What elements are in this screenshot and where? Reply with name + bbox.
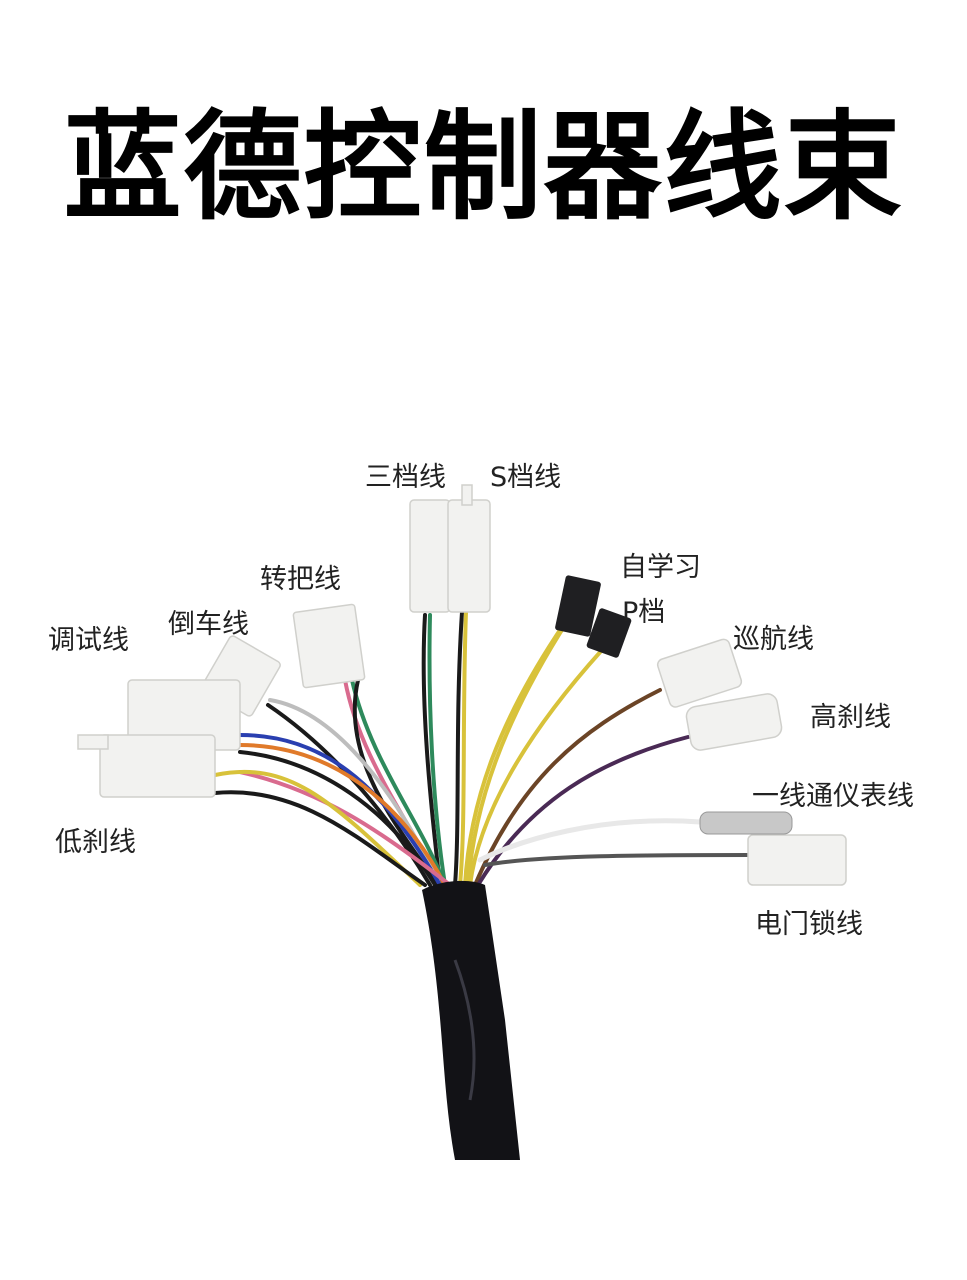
label-debug: 调试线 xyxy=(48,625,129,656)
p-gear-connector xyxy=(586,608,632,658)
label-throttle: 转把线 xyxy=(260,564,341,595)
throttle-connector xyxy=(292,603,366,689)
label-low-brake: 低刹线 xyxy=(55,827,136,858)
high-brake-connector xyxy=(685,693,783,751)
label-high-brake: 高刹线 xyxy=(810,702,891,733)
label-cruise: 巡航线 xyxy=(733,624,814,655)
label-reverse: 倒车线 xyxy=(168,609,249,640)
label-three-speed: 三档线 xyxy=(365,462,446,493)
self-learn-connector xyxy=(555,575,601,637)
label-self-learn: 自学习 xyxy=(620,552,701,583)
label-p-gear: P档 xyxy=(622,597,666,628)
one-wire-terminal xyxy=(699,811,793,835)
low-brake-connector xyxy=(99,734,216,798)
cruise-connector xyxy=(656,638,743,708)
label-one-wire-meter: 一线通仪表线 xyxy=(752,781,914,812)
ignition-lock-connector xyxy=(747,834,847,886)
label-ignition-lock: 电门锁线 xyxy=(755,909,863,940)
page-title: 蓝德控制器线束 xyxy=(63,98,904,236)
three-speed-connector xyxy=(409,499,451,613)
label-s-gear: S档线 xyxy=(490,462,562,493)
s-gear-connector xyxy=(447,499,491,613)
